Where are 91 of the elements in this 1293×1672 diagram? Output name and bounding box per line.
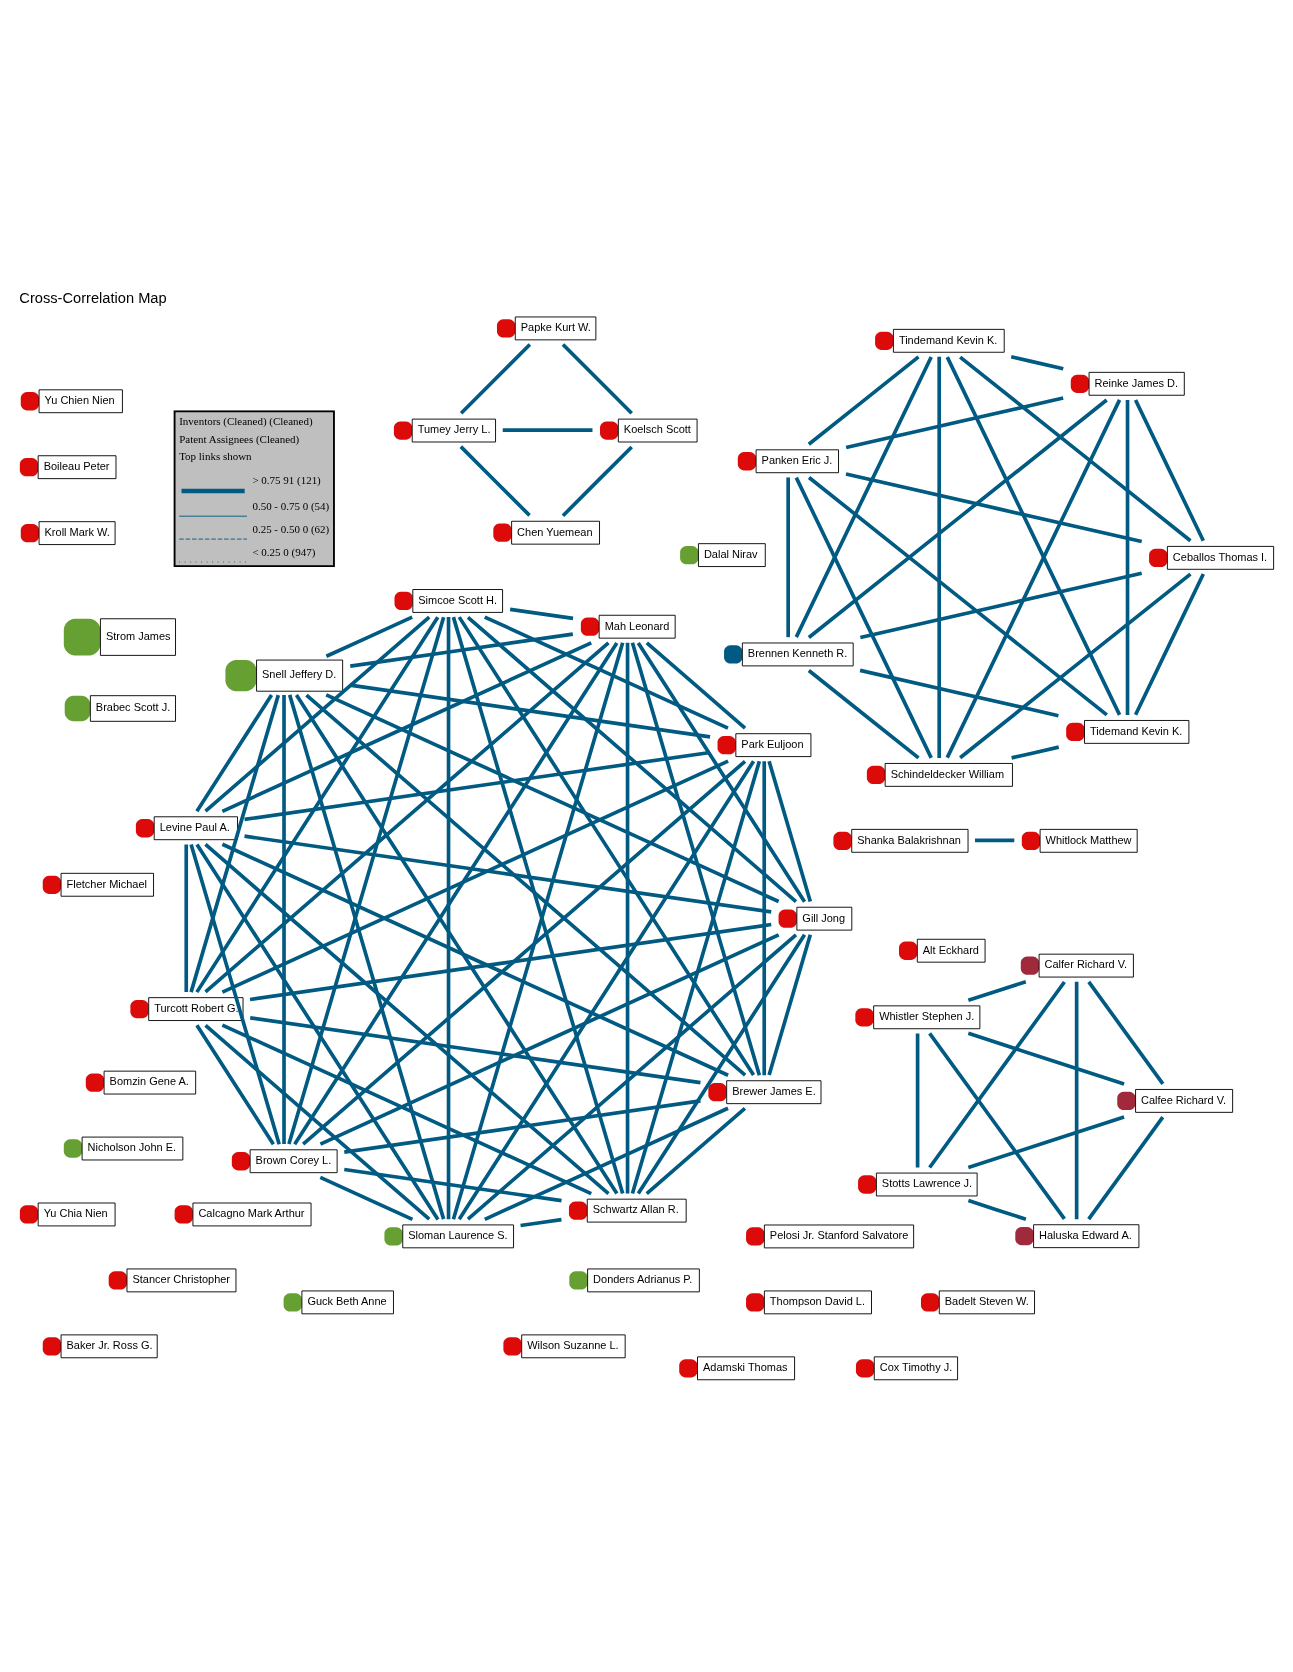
connector <box>184 844 189 992</box>
connector <box>945 399 1122 759</box>
connector <box>349 683 711 739</box>
connector <box>195 1024 275 1146</box>
connector <box>974 838 1015 843</box>
connector <box>1074 981 1079 1220</box>
connector <box>928 980 1066 1169</box>
connector <box>244 750 711 822</box>
connector <box>845 472 1143 544</box>
connector <box>325 693 780 904</box>
connector <box>195 694 274 813</box>
connector <box>502 428 593 432</box>
connector <box>794 476 933 759</box>
connector <box>319 933 780 1146</box>
connector <box>319 1175 414 1222</box>
connector <box>767 760 813 903</box>
connector <box>446 617 451 1220</box>
connector <box>959 355 1192 543</box>
connector <box>287 694 446 1220</box>
connector <box>301 759 747 1146</box>
label: Patent Assignees (Cleaned) <box>179 432 300 445</box>
connector <box>794 356 933 638</box>
connector <box>1133 399 1205 542</box>
connector <box>204 615 431 813</box>
connector <box>305 693 747 1077</box>
connector <box>636 641 807 903</box>
connector <box>221 641 592 813</box>
connector <box>630 642 762 1076</box>
connector <box>967 1115 1125 1170</box>
connector <box>344 1099 701 1154</box>
connector <box>293 641 619 1146</box>
connector <box>645 1107 747 1195</box>
connector <box>1087 980 1165 1085</box>
connector <box>520 1217 562 1228</box>
connector <box>189 843 281 1145</box>
connector <box>762 761 767 1076</box>
legend-label: 0.50 - 0.75 0 (54) <box>252 500 330 513</box>
connector <box>1087 1116 1165 1221</box>
connector <box>189 694 281 993</box>
connector <box>561 343 633 415</box>
legend-label: > 0.75 91 (121) <box>252 473 321 486</box>
connector <box>625 642 630 1194</box>
connector <box>1010 355 1064 371</box>
connector <box>967 979 1027 1003</box>
connector <box>282 695 286 1145</box>
connector <box>204 641 610 994</box>
label: Inventors (Cleaned) (Cleaned) <box>179 415 313 428</box>
connector <box>967 1031 1125 1086</box>
connector <box>915 1033 920 1168</box>
connector <box>459 343 532 415</box>
connector <box>807 476 1108 717</box>
legend-label: 0.25 - 0.50 0 (62) <box>252 523 330 536</box>
connector <box>344 1167 562 1203</box>
connector <box>945 356 1122 716</box>
connector <box>221 759 729 994</box>
connector <box>221 1023 592 1196</box>
connector <box>561 445 633 517</box>
connector <box>195 843 440 1221</box>
connector <box>1125 400 1130 715</box>
connector <box>767 934 813 1076</box>
connector <box>645 641 747 730</box>
connector <box>967 1198 1027 1221</box>
diagram-title: Cross-Correlation Map <box>19 290 167 307</box>
connector <box>807 355 920 446</box>
connector <box>1011 745 1060 760</box>
connector <box>636 933 807 1195</box>
connector <box>459 445 531 517</box>
connector <box>204 843 610 1195</box>
connector <box>845 396 1064 450</box>
connector <box>195 616 440 994</box>
legend-label: < 0.25 0 (947) <box>252 546 316 559</box>
label: Top links shown <box>179 449 252 462</box>
connector <box>786 477 790 638</box>
connector <box>287 616 446 1145</box>
connector <box>928 1032 1066 1220</box>
connector <box>859 571 1143 640</box>
connector <box>294 694 619 1195</box>
connector <box>325 615 413 658</box>
connector <box>807 398 1108 639</box>
connector <box>859 668 1059 718</box>
connector <box>204 1024 431 1221</box>
connector <box>249 1016 701 1085</box>
connector <box>221 842 729 1077</box>
connector <box>807 669 920 760</box>
connector <box>249 922 772 1002</box>
connector <box>937 356 942 758</box>
connector <box>244 834 772 914</box>
connector <box>350 632 574 668</box>
connector <box>509 607 574 621</box>
connector <box>1133 573 1205 716</box>
connector <box>630 760 762 1195</box>
